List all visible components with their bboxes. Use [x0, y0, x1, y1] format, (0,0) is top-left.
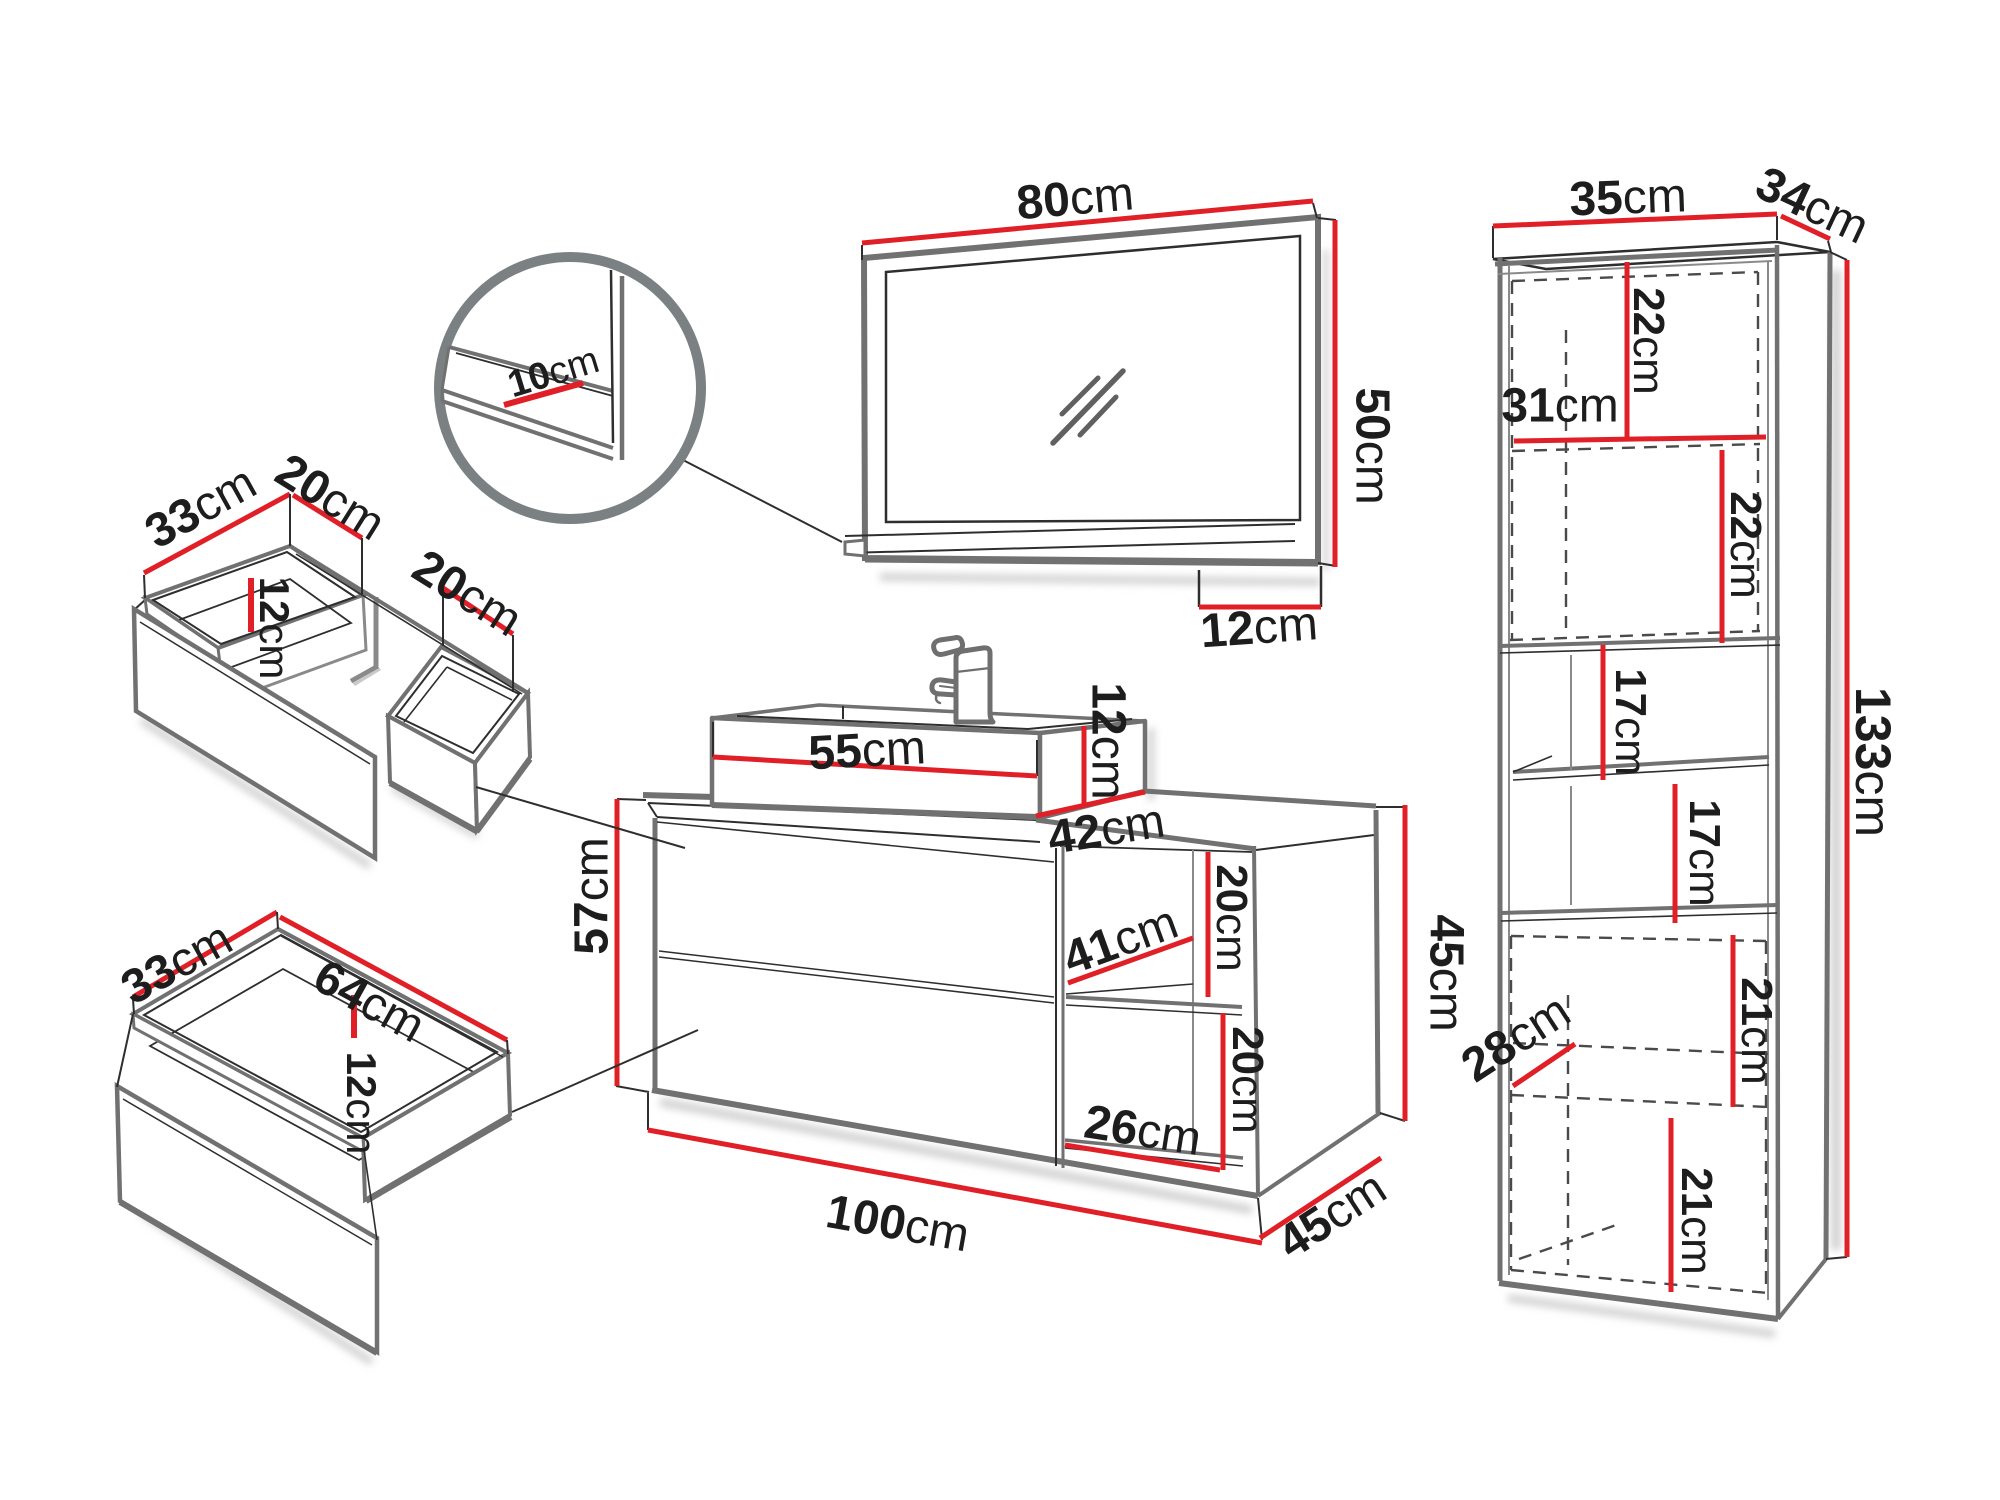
- svg-text:31cm: 31cm: [1501, 379, 1618, 432]
- svg-text:22cm: 22cm: [1624, 287, 1673, 395]
- svg-text:12cm: 12cm: [1199, 597, 1320, 658]
- svg-text:133cm: 133cm: [1845, 687, 1901, 837]
- svg-text:22cm: 22cm: [1721, 491, 1770, 599]
- svg-text:21cm: 21cm: [1672, 1167, 1721, 1275]
- svg-text:20cm: 20cm: [1223, 1026, 1272, 1134]
- svg-text:45cm: 45cm: [1420, 914, 1473, 1031]
- svg-text:21cm: 21cm: [1732, 977, 1781, 1085]
- svg-text:100cm: 100cm: [822, 1185, 973, 1262]
- svg-text:20cm: 20cm: [1207, 864, 1256, 972]
- svg-text:55cm: 55cm: [807, 721, 927, 780]
- svg-text:12cm: 12cm: [338, 1052, 385, 1155]
- svg-text:42cm: 42cm: [1044, 794, 1168, 865]
- svg-text:80cm: 80cm: [1014, 167, 1136, 230]
- svg-text:17cm: 17cm: [1680, 799, 1729, 907]
- svg-text:17cm: 17cm: [1606, 668, 1655, 776]
- svg-text:12cm: 12cm: [251, 577, 298, 680]
- svg-text:57cm: 57cm: [565, 837, 618, 954]
- svg-text:12cm: 12cm: [1082, 682, 1135, 799]
- svg-text:35cm: 35cm: [1568, 169, 1687, 226]
- svg-text:50cm: 50cm: [1346, 387, 1399, 504]
- svg-text:26cm: 26cm: [1081, 1095, 1205, 1166]
